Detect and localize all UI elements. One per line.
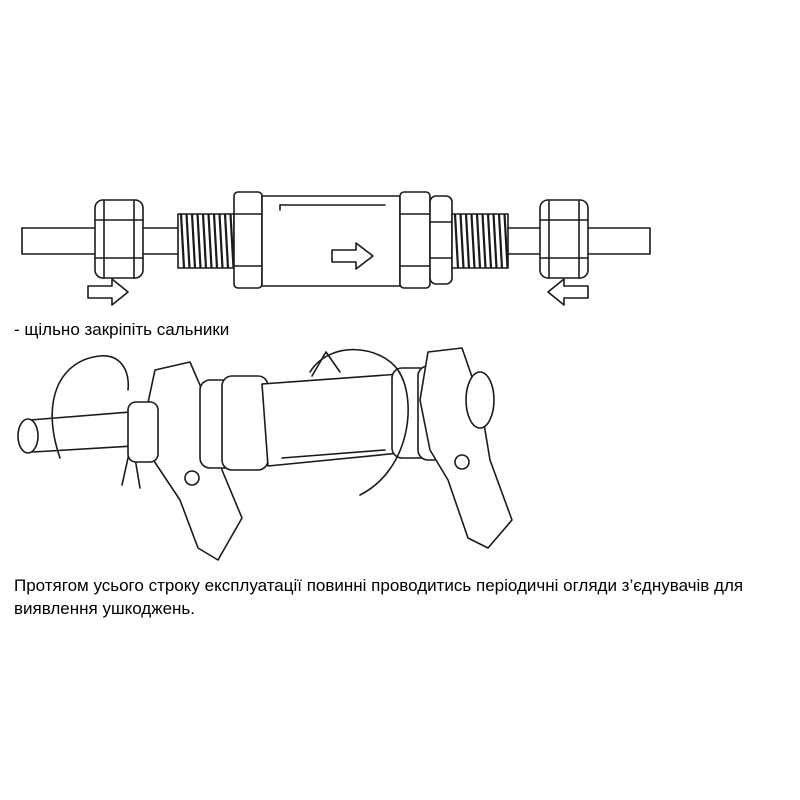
thread-ridge [196,213,202,269]
thread-ridge [481,213,487,269]
maintenance-note: Протягом усього строку експлуатації пови… [14,576,744,618]
thread-ridge [223,213,230,269]
left-gland-nut [94,199,179,279]
thread-ridge [492,213,498,269]
right-spanner [419,347,513,549]
connector-assembly-diagram [21,191,651,306]
thread-ridge [453,213,460,269]
push-left-arrow-icon [547,278,589,306]
direction-arrow-icon [331,242,374,270]
thread-ridge [475,213,482,269]
right-cable [587,227,651,255]
thread-ridge [486,213,493,269]
right-thread [451,213,541,269]
left-thread [177,213,235,269]
thread-ridge [218,213,224,269]
thread-ridge [207,213,213,269]
thread-ridge [464,213,471,269]
thread-ridge [470,213,476,269]
left-cable [21,227,96,255]
instruction-text: - щільно закріпіть сальники [14,320,230,339]
rotation-arrow-right-icon [309,348,409,496]
right-body-hex [399,191,453,289]
rotation-arrow-left-icon [51,355,141,489]
push-right-arrow-icon [87,278,129,306]
thread-ridge [229,213,235,269]
connector-body [261,195,401,287]
tightening-diagram [17,347,513,561]
thread-ridge [190,213,197,269]
thread-ridge [212,213,219,269]
cable [17,411,134,454]
connector-body [261,373,411,467]
thread-ridge [201,213,208,269]
thread-ridge [179,213,186,269]
thread-ridge [185,213,191,269]
thread-ridge [503,213,509,269]
thread-ridge [497,213,504,269]
right-gland-nut [539,199,589,279]
thread-ridge [459,213,465,269]
left-nut-assembly [127,375,269,471]
